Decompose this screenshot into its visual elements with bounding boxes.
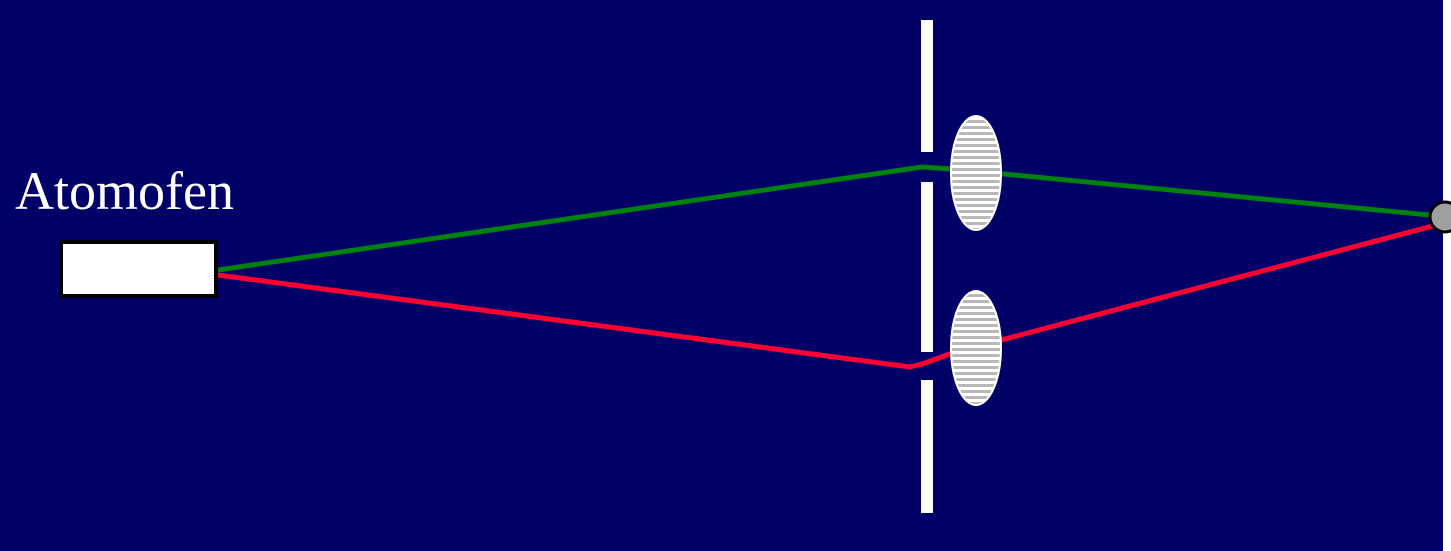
wall-segment-middle	[921, 182, 933, 352]
wall-segment-bottom	[921, 380, 933, 513]
atom-oven-label: Atomofen	[15, 164, 234, 218]
lens-upper	[951, 116, 1001, 230]
atom-oven-box	[61, 242, 216, 296]
lens-lower	[951, 291, 1001, 405]
screen	[1443, 0, 1451, 551]
wall-segment-top	[921, 20, 933, 152]
detector-dot	[1430, 202, 1451, 232]
